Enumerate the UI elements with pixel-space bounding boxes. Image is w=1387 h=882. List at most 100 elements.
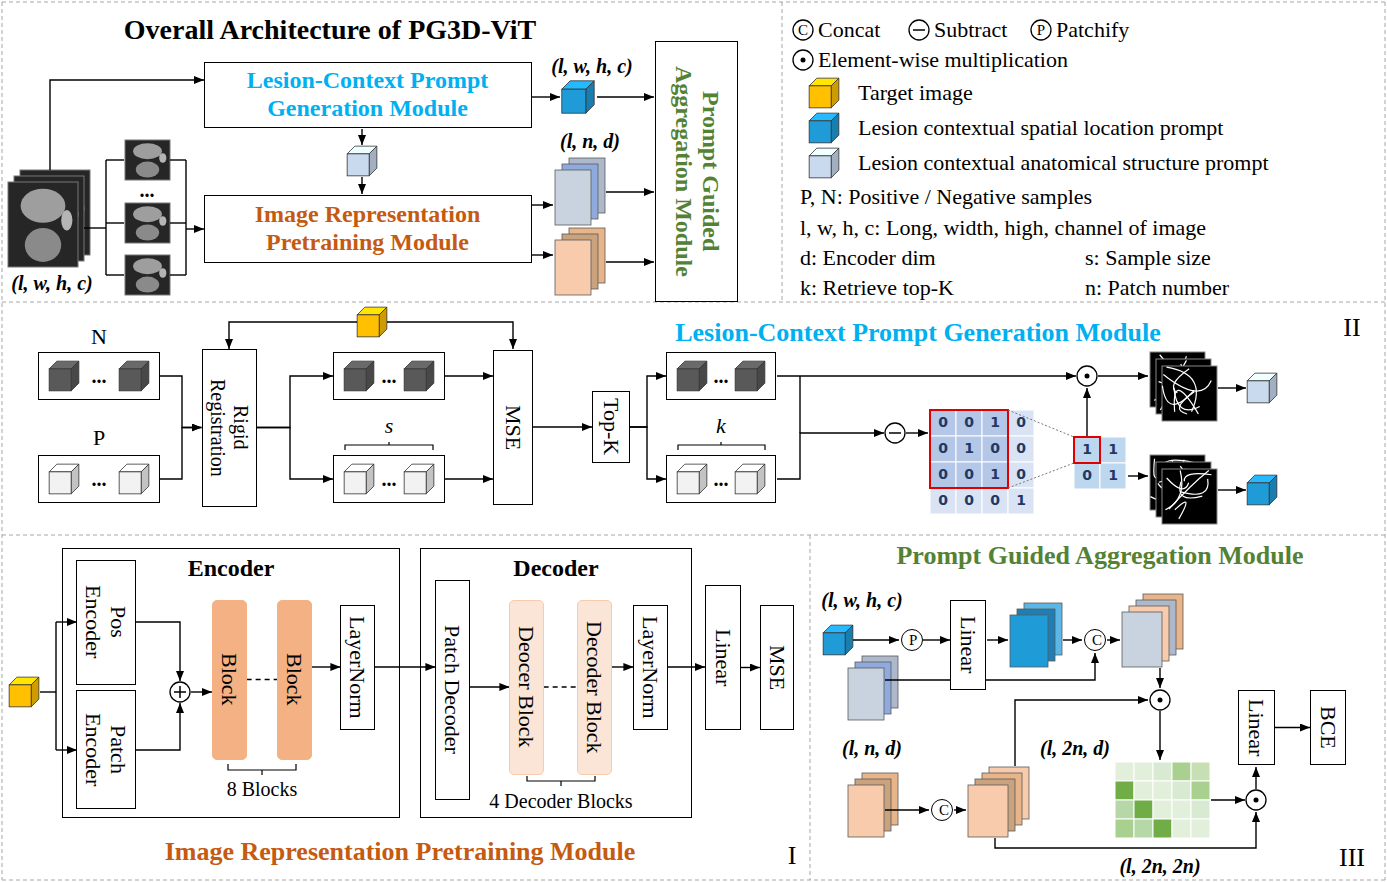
node-label: Deocer Block <box>514 626 539 748</box>
legend-text: Patchify <box>1056 18 1129 42</box>
structure-trace <box>1166 367 1196 412</box>
matrix-cell <box>1008 488 1034 514</box>
flow-arrow <box>106 222 124 223</box>
heatmap-cell <box>1115 800 1134 819</box>
mri-feature-map <box>1162 469 1217 524</box>
flow-arrow <box>56 621 77 622</box>
cube-face <box>344 369 366 391</box>
cube-face <box>347 154 369 176</box>
linear-layer: Linear <box>705 585 741 730</box>
linear-layer: Linear <box>950 600 986 690</box>
annotation: P <box>93 426 105 450</box>
operator-dot <box>1158 698 1163 703</box>
node-label: ... <box>382 365 397 388</box>
flow-arrow <box>954 809 966 810</box>
flow-arrow <box>1159 711 1160 760</box>
heatmap-cell <box>1153 819 1172 838</box>
flow-arrow <box>531 204 553 205</box>
mri-feature-map <box>1162 366 1217 421</box>
node-label: Top-K <box>598 398 623 455</box>
annotation: k <box>716 414 726 438</box>
tibia <box>136 277 159 293</box>
node-label: ... <box>714 468 729 491</box>
bracket <box>345 442 433 450</box>
patella <box>159 153 166 163</box>
operator-dot <box>801 58 806 63</box>
cube-side <box>1269 475 1277 505</box>
connector <box>247 679 278 680</box>
heatmap-cell <box>1134 819 1153 838</box>
loss-box: BCE <box>1310 690 1346 765</box>
annotation: s <box>385 414 394 438</box>
matrix-cell <box>956 488 982 514</box>
decoder-block: Decoder Block <box>577 600 611 775</box>
bracket <box>678 442 765 450</box>
feature-stack <box>1010 603 1062 667</box>
flow-arrow <box>40 691 56 692</box>
flow-arrow <box>799 376 800 433</box>
legend-text: Subtract <box>934 18 1007 42</box>
matrix-value: 0 <box>938 441 948 456</box>
heatmap-cell <box>1115 819 1134 838</box>
structure-trace <box>1167 478 1189 489</box>
node-label: LayerNorm <box>638 616 663 719</box>
cube-face <box>735 369 757 391</box>
panel-divider <box>2 880 1385 881</box>
flow-arrow <box>777 433 884 479</box>
heatmap-cell <box>1134 762 1153 781</box>
connector <box>544 686 578 687</box>
annotation: 8 Blocks <box>227 778 298 800</box>
transformer-block: Block <box>212 600 246 760</box>
legend-text: Concat <box>818 18 880 42</box>
decoder-block: Deocer Block <box>509 600 543 775</box>
cube <box>809 148 839 178</box>
cube <box>404 464 434 494</box>
femur <box>133 143 162 159</box>
flow-arrow <box>1218 489 1246 490</box>
cube <box>9 677 39 707</box>
flow-arrow <box>906 432 928 433</box>
feature-stack <box>848 656 898 720</box>
operator-ring <box>793 50 813 70</box>
cube <box>735 464 765 494</box>
cube-side <box>757 464 765 494</box>
patella <box>159 216 166 226</box>
flow-arrow <box>106 159 124 160</box>
operator-ring <box>885 423 905 443</box>
matrix-value: 1 <box>1082 442 1092 457</box>
cube-side <box>586 81 594 113</box>
node-label: MSE <box>764 645 789 690</box>
heatmap-cell <box>1191 819 1210 838</box>
cube-side <box>71 464 79 494</box>
node-label: BCE <box>1315 706 1340 749</box>
cube <box>119 361 149 391</box>
cube-face <box>809 121 831 143</box>
structure-trace <box>1163 374 1211 391</box>
heatmap-cell <box>1191 781 1210 800</box>
operator-bar <box>913 29 925 31</box>
panel-divider <box>1385 2 1386 880</box>
flow-arrow <box>995 812 1256 848</box>
flow-arrow <box>1128 475 1148 476</box>
loss-box: MSE <box>493 350 533 505</box>
structure-trace <box>1169 471 1209 509</box>
operator-dot <box>1254 798 1259 803</box>
matrix-value: 0 <box>964 467 974 482</box>
operator-symbol <box>909 20 929 40</box>
stack-slab <box>848 785 884 837</box>
cube <box>823 625 853 655</box>
cube-face <box>735 472 757 494</box>
annotation: I <box>788 842 797 871</box>
cube-face <box>809 156 831 178</box>
panel-divider <box>2 535 1385 536</box>
matrix-value: 1 <box>1108 468 1118 483</box>
node-label: Decoder <box>513 555 598 583</box>
node-label: Block <box>217 653 242 706</box>
flow-arrow <box>191 691 212 692</box>
annotation: (l, 2n, d) <box>1040 737 1110 759</box>
connector <box>160 376 202 428</box>
cube <box>404 361 434 391</box>
stack-slab <box>968 785 1008 837</box>
matrix-cell <box>1008 410 1034 436</box>
panel-divider <box>810 535 811 880</box>
